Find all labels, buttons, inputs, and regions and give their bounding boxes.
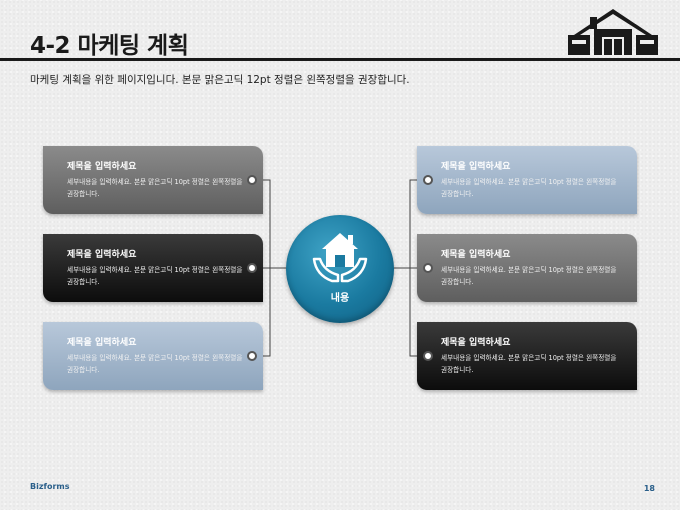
header-divider [0, 58, 680, 61]
center-label: 내용 [330, 293, 350, 304]
content-card-right-3: 제목을 입력하세요 세부내용을 입력하세요. 본문 맑은고딕 10pt 정렬은 … [417, 322, 637, 390]
page-title: 4-2 마케팅 계획 [30, 33, 189, 59]
connector-dot [247, 263, 257, 273]
card-body: 세부내용을 입력하세요. 본문 맑은고딕 10pt 정렬은 왼쪽정렬을 권장합니… [441, 354, 617, 374]
card-title: 제목을 입력하세요 [441, 162, 511, 172]
card-body: 세부내용을 입력하세요. 본문 맑은고딕 10pt 정렬은 왼쪽정렬을 권장합니… [67, 178, 243, 198]
card-title: 제목을 입력하세요 [67, 162, 137, 172]
page-number: 18 [643, 484, 655, 493]
content-card-right-2: 제목을 입력하세요 세부내용을 입력하세요. 본문 맑은고딕 10pt 정렬은 … [417, 234, 637, 302]
content-card-left-2: 제목을 입력하세요 세부내용을 입력하세요. 본문 맑은고딕 10pt 정렬은 … [43, 234, 263, 302]
card-title: 제목을 입력하세요 [441, 250, 511, 260]
page-subtitle: 마케팅 계획을 위한 페이지입니다. 본문 맑은고딕 12pt 정렬은 왼쪽정렬… [30, 74, 410, 86]
content-card-left-1: 제목을 입력하세요 세부내용을 입력하세요. 본문 맑은고딕 10pt 정렬은 … [43, 146, 263, 214]
center-badge: 내용 [286, 215, 394, 323]
content-card-right-1: 제목을 입력하세요 세부내용을 입력하세요. 본문 맑은고딕 10pt 정렬은 … [417, 146, 637, 214]
connector-dot [423, 263, 433, 273]
card-title: 제목을 입력하세요 [67, 338, 137, 348]
card-body: 세부내용을 입력하세요. 본문 맑은고딕 10pt 정렬은 왼쪽정렬을 권장합니… [67, 354, 243, 374]
content-card-left-3: 제목을 입력하세요 세부내용을 입력하세요. 본문 맑은고딕 10pt 정렬은 … [43, 322, 263, 390]
card-body: 세부내용을 입력하세요. 본문 맑은고딕 10pt 정렬은 왼쪽정렬을 권장합니… [441, 266, 617, 286]
connector-dot [423, 175, 433, 185]
card-body: 세부내용을 입력하세요. 본문 맑은고딕 10pt 정렬은 왼쪽정렬을 권장합니… [441, 178, 617, 198]
connector-dot [247, 351, 257, 361]
card-title: 제목을 입력하세요 [441, 338, 511, 348]
card-body: 세부내용을 입력하세요. 본문 맑은고딕 10pt 정렬은 왼쪽정렬을 권장합니… [67, 266, 243, 286]
connector-dot [423, 351, 433, 361]
card-title: 제목을 입력하세요 [67, 250, 137, 260]
house-icon [568, 9, 658, 55]
house-in-hands-icon [312, 233, 368, 283]
connector-dot [247, 175, 257, 185]
footer-brand: Bizforms [30, 482, 70, 491]
